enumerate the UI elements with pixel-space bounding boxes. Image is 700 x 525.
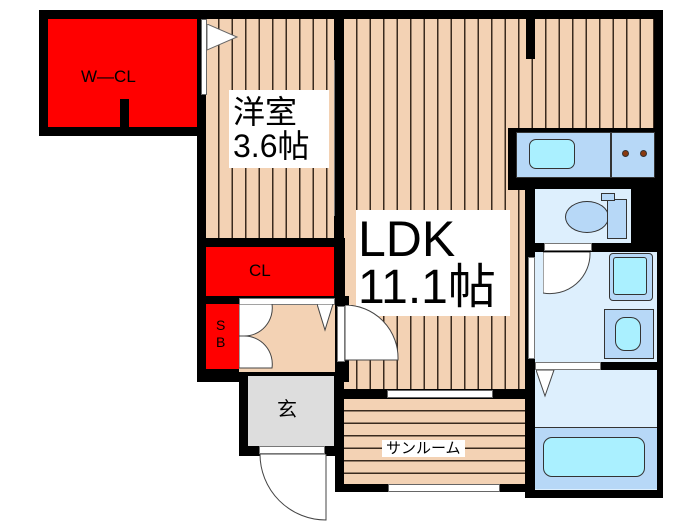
- door-swing-icon: [536, 370, 555, 398]
- sunroom: サンルーム: [335, 390, 533, 492]
- kitchen-counter: [508, 128, 663, 190]
- ldk-door-swing-icon: [345, 305, 399, 361]
- western-room-label: 洋室 3.6帖: [229, 90, 329, 168]
- walk-in-closet: W—CL: [39, 10, 205, 136]
- walk-in-closet-label: W—CL: [81, 67, 136, 86]
- wet-area: [525, 180, 663, 498]
- door-swing-icon: [239, 304, 273, 369]
- entrance: 玄: [239, 372, 341, 456]
- washing-machine-pan-icon: [609, 253, 653, 301]
- hallway-block: S B: [197, 296, 349, 382]
- closet-label: CL: [249, 261, 271, 280]
- entrance-label: 玄: [277, 399, 297, 421]
- shoe-box: S B: [206, 304, 239, 369]
- window: [387, 390, 493, 398]
- stove-icon: [611, 132, 655, 178]
- entrance-door-swing-icon: [259, 454, 327, 521]
- western-room: 洋室 3.6帖: [197, 10, 345, 248]
- door-swing-icon: [207, 24, 239, 51]
- window: [388, 484, 500, 492]
- washbasin-icon: [604, 309, 654, 359]
- bathtub-icon: [543, 437, 645, 477]
- door-swing-icon: [543, 252, 591, 295]
- toilet-tank-icon: [607, 199, 627, 239]
- toilet-room: [535, 189, 631, 243]
- closet: CL: [197, 238, 345, 304]
- door-swing-icon: [317, 304, 334, 332]
- washroom: [535, 252, 657, 362]
- bathroom: [535, 370, 657, 490]
- ldk-room: LDK 11.1帖: [335, 10, 663, 398]
- ldk-label: LDK 11.1帖: [356, 210, 510, 316]
- sunroom-label: サンルーム: [382, 440, 465, 457]
- door-panel: [201, 19, 207, 95]
- toilet-icon: [565, 201, 609, 233]
- kitchen-sink-icon: [529, 139, 575, 169]
